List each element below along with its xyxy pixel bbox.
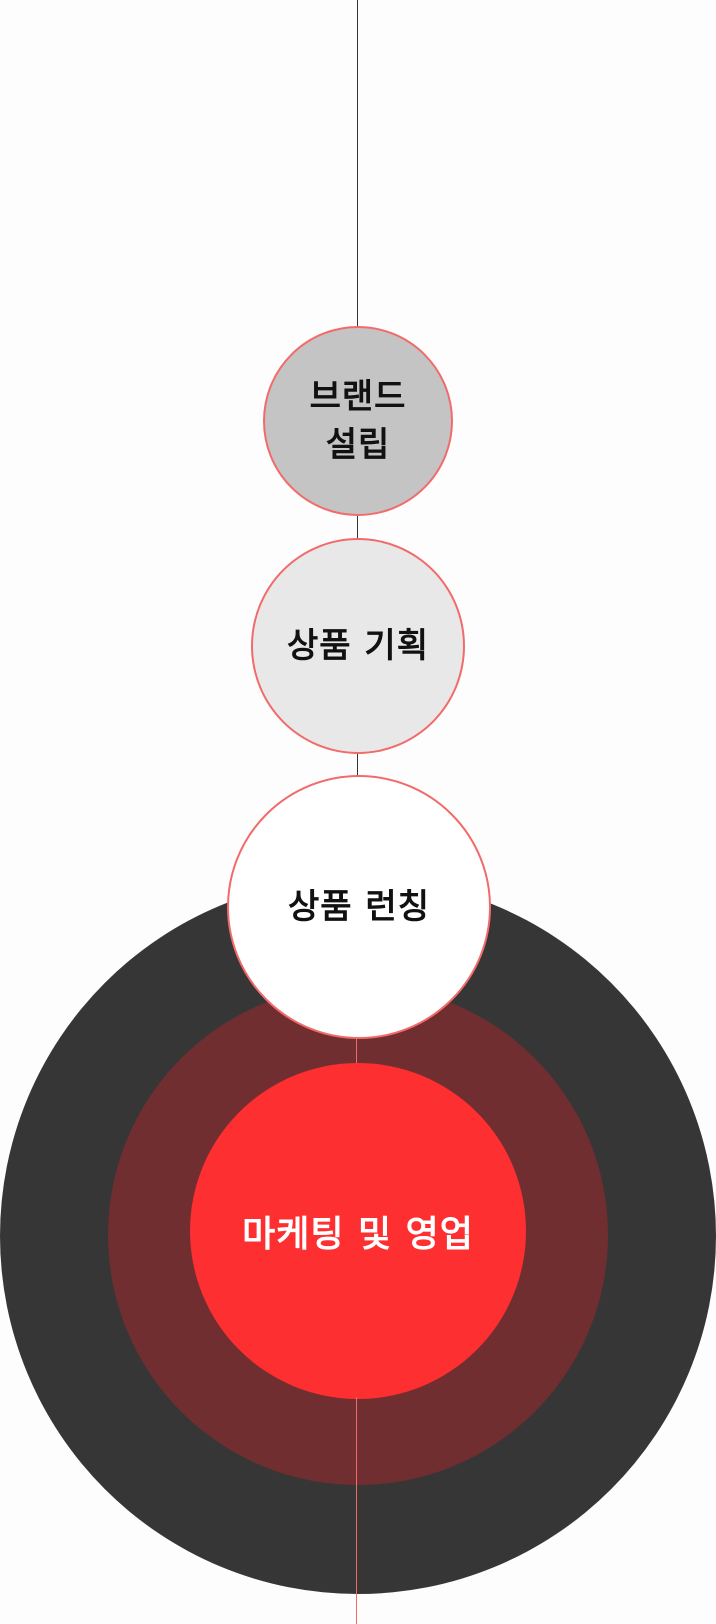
stage-node-brand: 브랜드 설립 (263, 326, 453, 516)
stage-node-plan: 상품 기획 (251, 538, 465, 754)
connector-bottom (356, 1397, 357, 1624)
stage-node-marketing: 마케팅 및 영업 (190, 1063, 526, 1399)
stage-label-launch: 상품 런칭 (288, 887, 430, 927)
stage-label-marketing: 마케팅 및 영업 (242, 1214, 474, 1255)
stage-node-launch: 상품 런칭 (227, 775, 491, 1039)
connector-top (357, 0, 358, 328)
connector-launch-marketing (356, 1037, 357, 1065)
connector-brand-plan (357, 514, 358, 540)
connector-plan-launch (357, 752, 358, 777)
stage-label-brand: 브랜드 설립 (309, 377, 407, 465)
stage-label-plan: 상품 기획 (287, 626, 429, 666)
ring-inner (190, 1063, 526, 1399)
